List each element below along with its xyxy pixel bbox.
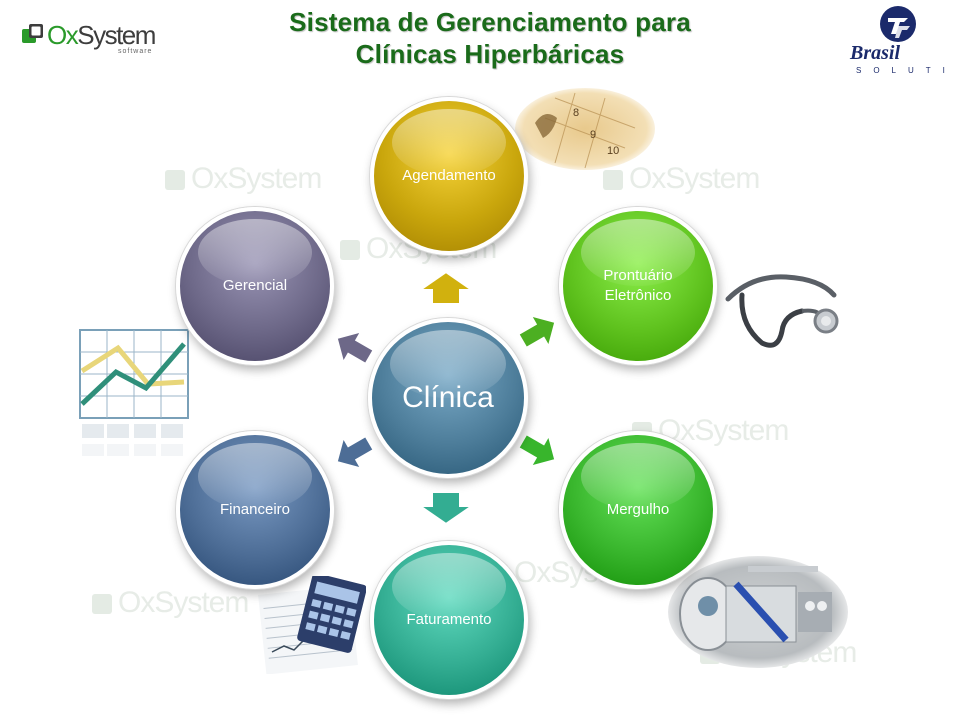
node-financeiro-label: Financeiro — [219, 501, 291, 518]
node-gerencial-label: Gerencial — [222, 277, 288, 294]
node-agendamento-label: Agendamento — [402, 167, 496, 184]
brasil-soluti-logo: Brasil SOLUTI — [842, 4, 952, 80]
calendar-image-icon: 8 9 10 — [515, 88, 655, 170]
node-prontuario-eletronico: Prontuário Eletrônico — [559, 207, 717, 365]
node-mergulho: Mergulho — [559, 431, 717, 589]
node-faturamento-label: Faturamento — [406, 611, 492, 628]
brasil-logo-word: Brasil — [850, 42, 901, 64]
arrow-to-prontuario — [517, 313, 557, 350]
arrow-to-financeiro — [335, 434, 375, 471]
svg-text:9: 9 — [590, 129, 596, 141]
node-shine — [392, 108, 506, 176]
node-shine — [198, 442, 312, 510]
node-shine — [392, 552, 506, 620]
node-gerencial: Gerencial — [176, 207, 334, 365]
page-title-line-1: Sistema de Gerenciamento para — [289, 7, 691, 37]
watermark-3: OxSystem — [603, 162, 760, 196]
oxsystem-logo-tagline: software — [118, 48, 153, 55]
node-shine — [581, 442, 695, 510]
stethoscope-icon — [725, 274, 839, 348]
page-title: Sistema de Gerenciamento para Clínicas H… — [200, 6, 780, 70]
page-title-line-2: Clínicas Hiperbáricas — [355, 39, 625, 69]
watermark-4: OxSystem — [632, 414, 789, 448]
node-agendamento: Agendamento — [370, 97, 528, 255]
node-shine — [198, 218, 312, 286]
watermark-1: OxSystem — [165, 162, 322, 196]
arrow-to-mergulho — [517, 432, 557, 469]
watermark-5: OxSystem — [92, 586, 249, 620]
calculator-spreadsheet-icon — [258, 576, 366, 674]
oxsystem-logo: OxSystem software — [22, 20, 172, 55]
brasil-logo-tagline: SOLUTI — [856, 66, 957, 75]
node-mergulho-label: Mergulho — [606, 501, 670, 518]
node-center-label: Clínica — [402, 381, 494, 414]
node-shine — [390, 329, 506, 398]
node-center-clinica: Clínica — [368, 318, 528, 478]
arrow-to-gerencial — [335, 329, 375, 366]
arrow-to-faturamento — [418, 491, 474, 526]
node-faturamento: Faturamento — [370, 541, 528, 699]
node-shine — [581, 218, 695, 286]
node-financeiro: Financeiro — [176, 431, 334, 589]
oxsystem-logo-word: OxSystem — [47, 20, 156, 50]
brasil-logo-emblem-icon — [880, 6, 916, 42]
line-chart-icon — [79, 329, 189, 456]
node-prontuario-label: Prontuário Eletrônico — [603, 267, 673, 304]
arrow-to-agendamento — [418, 270, 474, 305]
svg-text:8: 8 — [573, 107, 579, 119]
hyperbaric-chamber-image-icon — [668, 556, 848, 668]
svg-text:10: 10 — [607, 145, 619, 157]
oxsystem-logo-icon — [22, 24, 43, 43]
